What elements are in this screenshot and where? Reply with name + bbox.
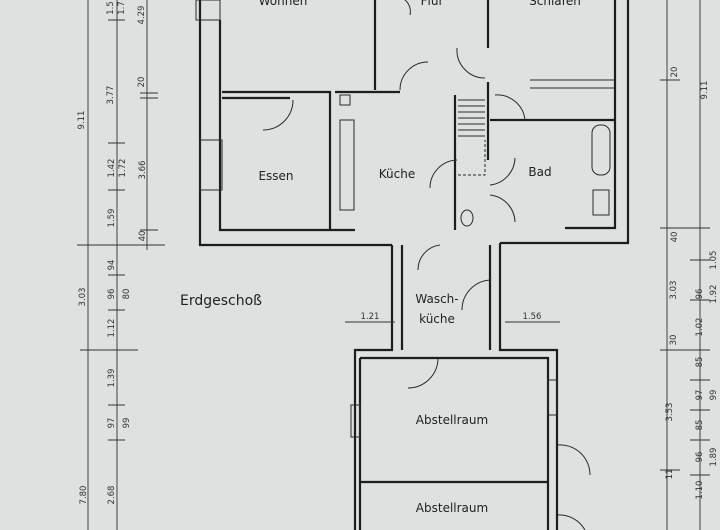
dim-label: 2.68 [107,486,117,505]
room-label-abstellraum-1: Abstellraum [416,413,488,427]
dim-label: 1.56 [523,312,542,322]
dim-label: 1.42 [107,159,117,178]
room-label-abstellraum-2: Abstellraum [416,501,488,515]
dim-label: 1.05 [709,251,719,270]
dim-label: 99 [122,418,132,429]
room-label-schlafen: Schlafen [529,0,581,8]
room-label-essen: Essen [258,169,293,183]
dim-label: 1.7 [117,1,127,15]
room-label-flur: Flur [421,0,444,8]
dim-label: 40 [670,232,680,243]
dim-label: 1.10 [695,481,705,500]
dim-label: 20 [137,77,147,88]
dim-label: 3.03 [669,281,679,300]
room-label-bad: Bad [528,165,551,179]
room-label-wohnen: Wohnen [259,0,308,8]
dim-label: 80 [122,289,132,300]
dim-label: 9.11 [77,111,87,130]
dim-label: 3.53 [665,403,675,422]
room-label-waschkueche-1: Wasch- [415,292,458,306]
dim-label: 1.5 [106,1,116,15]
dim-label: 3.77 [106,86,116,105]
annex-walls [345,243,591,530]
floor-title: Erdgeschoß [180,293,262,309]
dim-label: 1.02 [695,318,705,337]
dim-label: 1.92 [709,285,719,304]
dim-label: 97 [107,418,117,429]
dim-label: 1.21 [361,312,380,322]
dim-label: 11 [665,469,675,480]
dim-label: 7.80 [79,486,89,505]
dim-label: 20 [670,67,680,78]
dim-label: 30 [669,335,679,346]
dim-label: 1.89 [709,448,719,467]
dim-label: 97 [695,390,705,401]
dim-label: 1.12 [107,319,117,338]
room-labels: Wohnen Flur Schlafen Essen Küche Bad Erd… [180,0,581,515]
dim-label: 1.39 [107,369,117,388]
dim-label: 40 [138,231,148,242]
dim-label: 1.72 [118,159,128,178]
dim-label: 9.11 [700,81,710,100]
dim-label: 3.66 [138,161,148,180]
room-label-waschkueche-2: küche [419,312,455,326]
room-label-kueche: Küche [379,167,415,181]
dim-label: 96 [695,452,705,463]
left-dimension-labels: 1.5 1.7 4.29 9.11 3.77 20 1.42 1.72 3.66… [77,1,148,504]
dim-label: 85 [695,357,705,368]
dim-label: 94 [107,260,117,271]
dim-label: 99 [709,390,719,401]
dim-label: 96 [695,289,705,300]
main-building-walls [195,0,630,247]
dim-label: 96 [107,289,117,300]
annex-dimension-labels: 1.21 1.56 [361,312,542,322]
dim-label: 4.29 [137,6,147,25]
dim-label: 3.03 [78,288,88,307]
dim-label: 85 [695,420,705,431]
dim-label: 1.59 [107,209,117,228]
right-dimension-labels: 20 9.11 40 1.05 3.03 96 1.92 1.02 30 85 … [665,67,719,500]
dimension-lines [77,0,710,530]
